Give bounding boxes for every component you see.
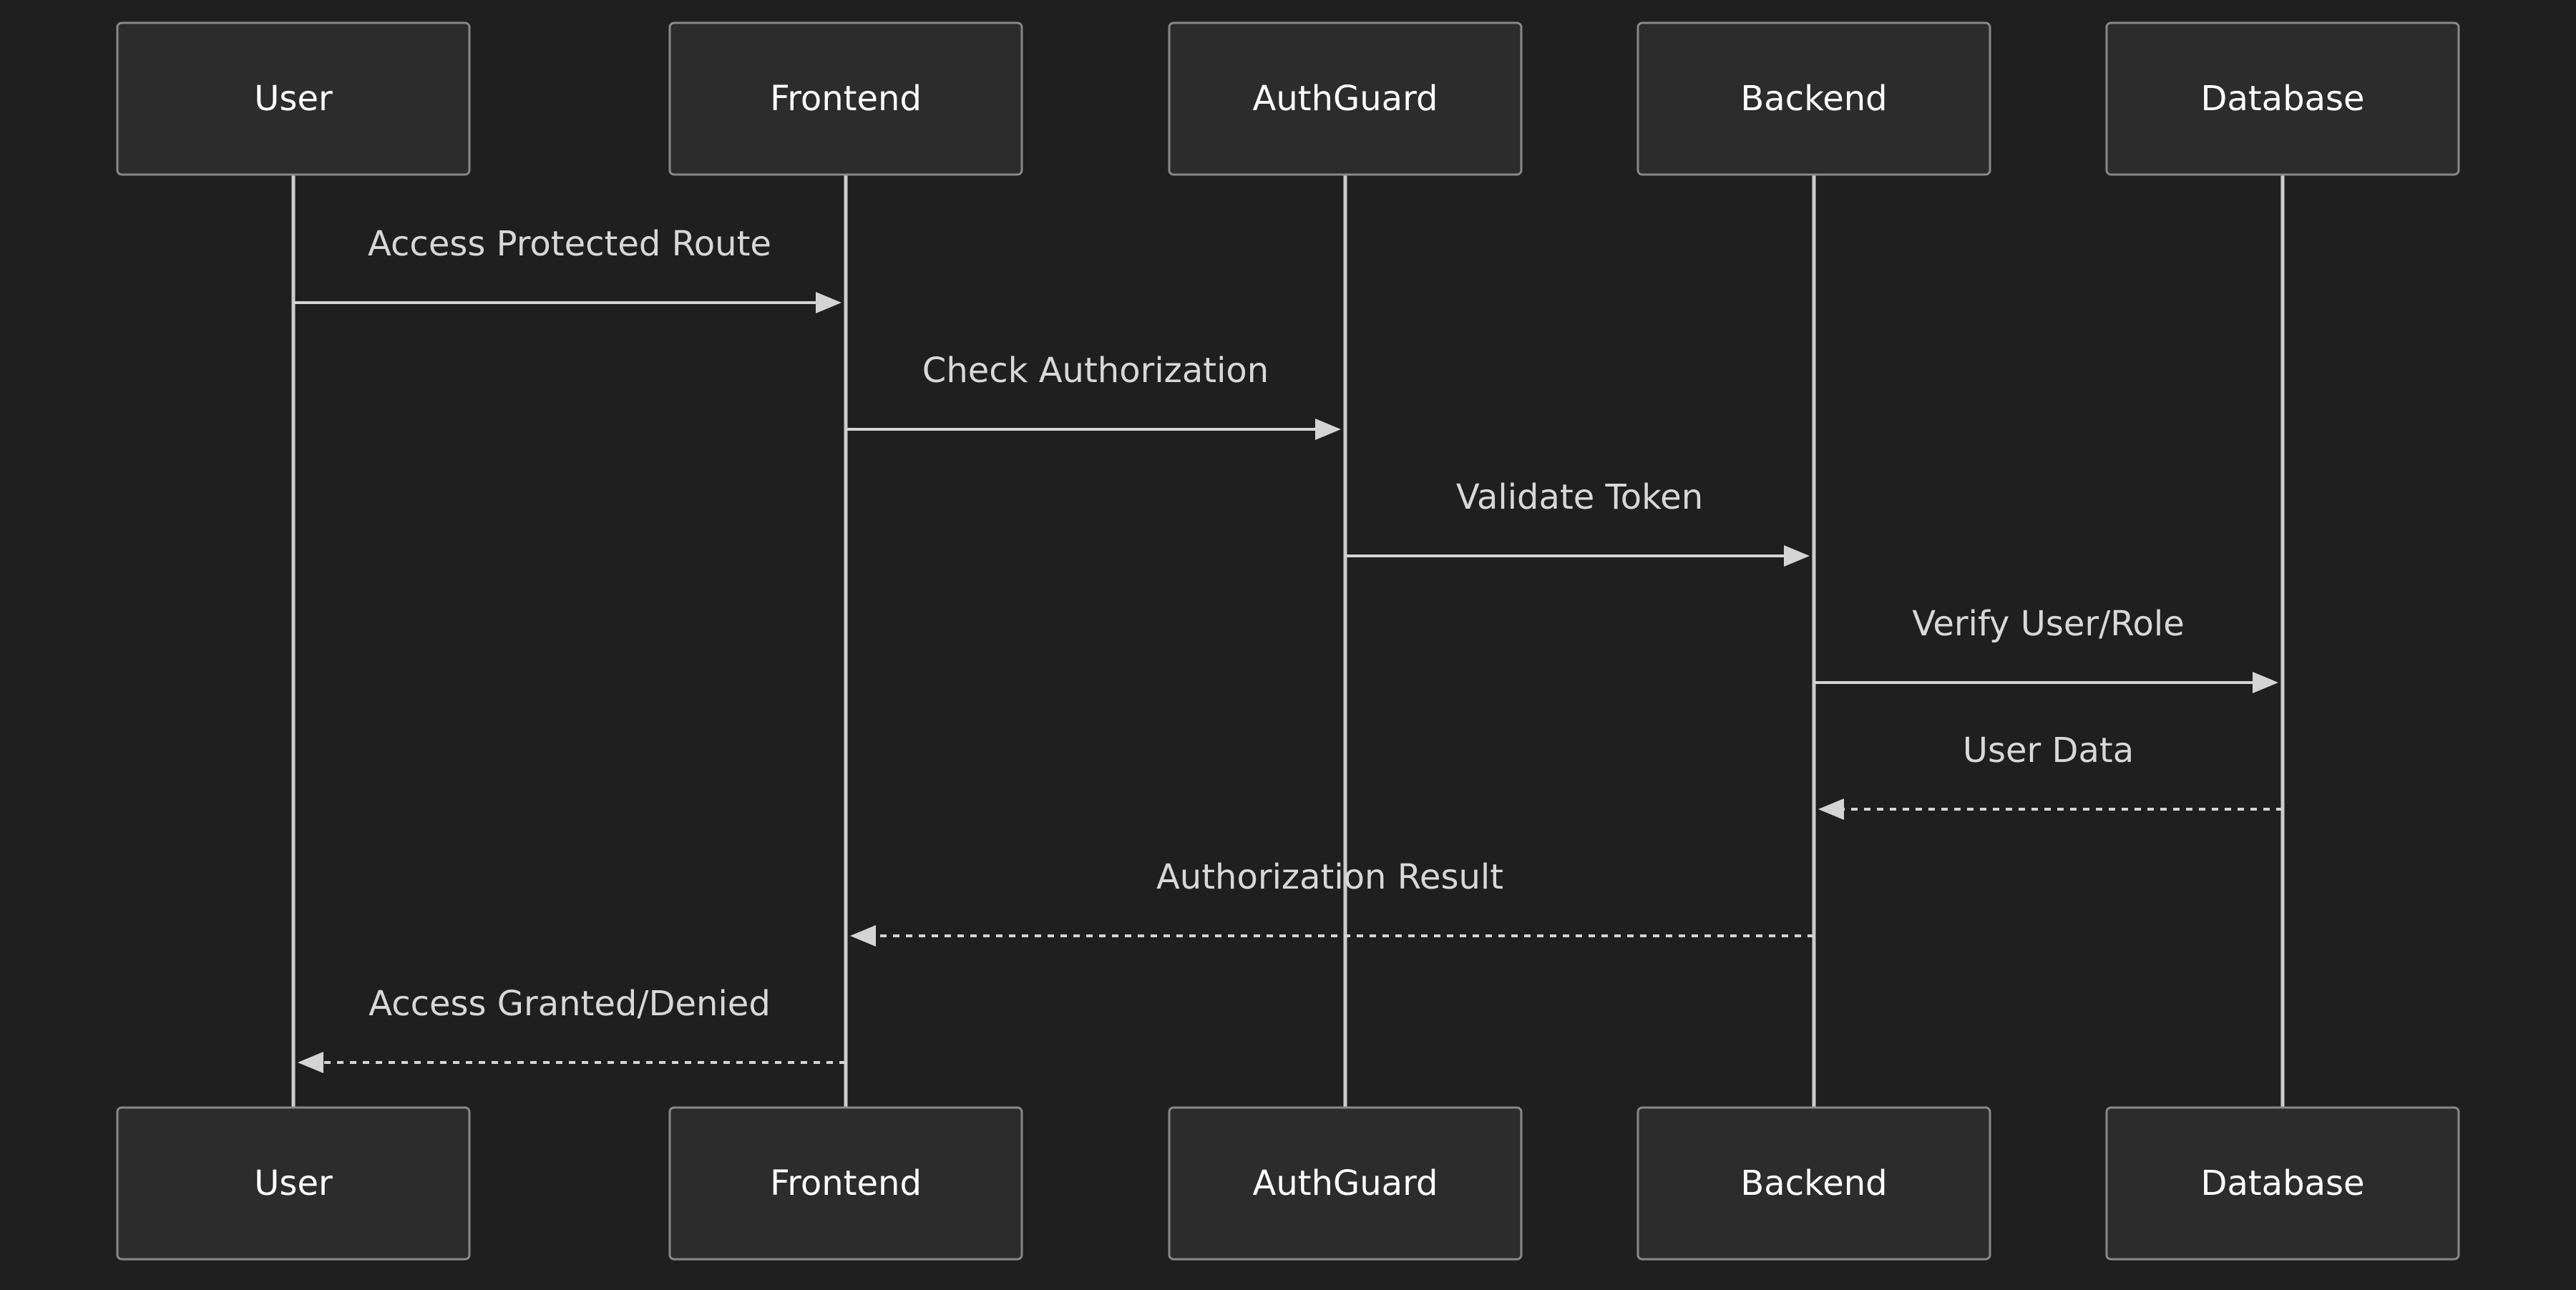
message-frontend-to-user: Access Granted/Denied bbox=[298, 984, 846, 1073]
message-label: Authorization Result bbox=[1156, 857, 1503, 897]
actor-box-shape bbox=[116, 21, 471, 176]
arrowhead-icon bbox=[1784, 545, 1810, 567]
actor-label-backend: Backend bbox=[1740, 1163, 1887, 1203]
actor-box-shape bbox=[116, 1106, 471, 1261]
message-authguard-to-backend: Validate Token bbox=[1345, 477, 1810, 567]
arrowhead-icon bbox=[2253, 672, 2278, 693]
actor-label-frontend: Frontend bbox=[770, 1163, 922, 1203]
message-label: Access Protected Route bbox=[368, 224, 771, 264]
actor-box-authguard-top: AuthGuard bbox=[1168, 21, 1523, 176]
actor-box-shape bbox=[1636, 1106, 1991, 1261]
arrowhead-icon bbox=[1818, 798, 1844, 820]
actors-bottom: User Frontend AuthGuard Backend Database bbox=[116, 1106, 2460, 1261]
message-backend-to-database: Verify User/Role bbox=[1814, 604, 2278, 693]
message-frontend-to-authguard: Check Authorization bbox=[846, 351, 1341, 440]
actor-box-shape bbox=[668, 1106, 1023, 1261]
actor-label-backend: Backend bbox=[1740, 79, 1887, 119]
message-label: Check Authorization bbox=[922, 351, 1269, 391]
arrowhead-icon bbox=[1315, 419, 1341, 440]
actor-box-shape bbox=[1636, 21, 1991, 176]
actor-label-database: Database bbox=[2200, 79, 2364, 119]
message-backend-to-frontend: Authorization Result bbox=[850, 857, 1814, 947]
actor-box-backend-top: Backend bbox=[1636, 21, 1991, 176]
actor-label-user: User bbox=[254, 79, 333, 119]
actor-label-authguard: AuthGuard bbox=[1253, 79, 1438, 119]
actor-label-authguard: AuthGuard bbox=[1253, 1163, 1438, 1203]
actor-box-shape bbox=[1168, 21, 1523, 176]
message-label: Verify User/Role bbox=[1912, 604, 2184, 644]
actor-box-user-top: User bbox=[116, 21, 471, 176]
actor-label-frontend: Frontend bbox=[770, 79, 922, 119]
actor-box-database-bottom: Database bbox=[2105, 1106, 2460, 1261]
lifelines bbox=[291, 175, 2285, 1108]
arrowhead-icon bbox=[298, 1052, 323, 1073]
arrowhead-icon bbox=[850, 925, 876, 947]
message-label: Access Granted/Denied bbox=[369, 984, 771, 1024]
actor-box-backend-bottom: Backend bbox=[1636, 1106, 1991, 1261]
actor-box-database-top: Database bbox=[2105, 21, 2460, 176]
message-database-to-backend: User Data bbox=[1818, 730, 2283, 820]
actor-box-shape bbox=[1168, 1106, 1523, 1261]
actor-label-database: Database bbox=[2200, 1163, 2364, 1203]
actor-box-user-bottom: User bbox=[116, 1106, 471, 1261]
message-label: User Data bbox=[1963, 730, 2134, 771]
message-label: Validate Token bbox=[1456, 477, 1703, 517]
actor-box-shape bbox=[2105, 1106, 2460, 1261]
actors-top: User Frontend AuthGuard Backend Database bbox=[116, 21, 2460, 176]
arrowhead-icon bbox=[816, 292, 841, 313]
actor-box-shape bbox=[668, 21, 1023, 176]
actor-label-user: User bbox=[254, 1163, 333, 1203]
message-user-to-frontend: Access Protected Route bbox=[293, 224, 841, 313]
actor-box-shape bbox=[2105, 21, 2460, 176]
actor-box-frontend-top: Frontend bbox=[668, 21, 1023, 176]
actor-box-authguard-bottom: AuthGuard bbox=[1168, 1106, 1523, 1261]
actor-box-frontend-bottom: Frontend bbox=[668, 1106, 1023, 1261]
